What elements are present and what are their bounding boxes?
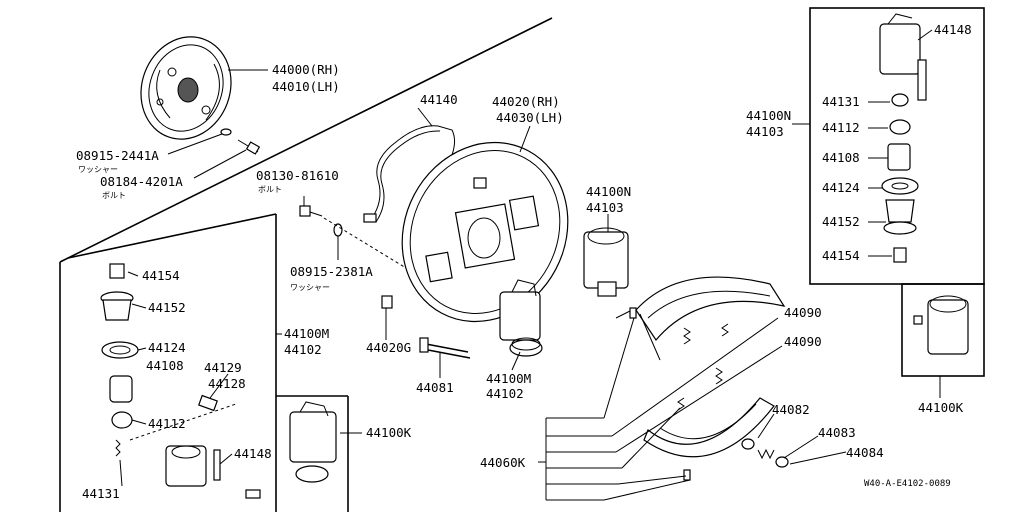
adjuster-parts-illustration — [741, 438, 789, 468]
right-box-exploded-cylinder-illustration — [879, 13, 927, 263]
label-44082: 44082 — [772, 402, 810, 417]
left-box-cylinder-assy-illustration — [289, 401, 337, 483]
label-44081: 44081 — [416, 380, 454, 395]
leader-lines — [119, 29, 941, 501]
label-08184-4201a: 08184-4201A — [100, 174, 183, 189]
label-44090-a: 44090 — [784, 305, 822, 320]
label-44020: 44020(RH) — [492, 94, 560, 109]
left-box-exploded-cylinder-illustration — [100, 263, 261, 499]
wheel-cylinder-mid-illustration — [583, 227, 633, 319]
label-44100n-center: 44100N — [586, 184, 631, 199]
label-44000: 44000(RH) — [272, 62, 340, 77]
label-44154-left: 44154 — [142, 268, 180, 283]
label-44100n-right: 44100N — [746, 108, 791, 123]
callout-labels: 44000(RH) 44010(LH) 08915-2441A ワッシャー 08… — [76, 22, 972, 501]
label-44112-right: 44112 — [822, 120, 860, 135]
label-44010: 44010(LH) — [272, 79, 340, 94]
label-44152-left: 44152 — [148, 300, 186, 315]
label-44140: 44140 — [420, 92, 458, 107]
label-08130-81610: 08130-81610 — [256, 168, 339, 183]
brake-shoe-upper-illustration — [635, 276, 786, 361]
label-44083: 44083 — [818, 425, 856, 440]
label-bolt-jp-2: ボルト — [258, 185, 282, 194]
bolt-and-washer-illustration-2 — [299, 205, 407, 269]
label-washer-jp-1: ワッシャー — [78, 165, 118, 174]
label-08915-2441a: 08915-2441A — [76, 148, 159, 163]
label-44128: 44128 — [208, 376, 246, 391]
bleeder-plug-illustration — [381, 295, 393, 309]
label-44100k-right: 44100K — [918, 400, 964, 415]
frame-lines — [59, 7, 985, 512]
label-44100m-left: 44100M — [284, 326, 329, 341]
label-44020g: 44020G — [366, 340, 411, 355]
label-44129: 44129 — [204, 360, 242, 375]
label-44112-left: 44112 — [148, 416, 186, 431]
label-44060k: 44060K — [480, 455, 526, 470]
label-44103-center: 44103 — [586, 200, 624, 215]
right-box-cylinder-assy-illustration — [913, 295, 969, 355]
label-44108-left: 44108 — [146, 358, 184, 373]
label-44131-right: 44131 — [822, 94, 860, 109]
label-bolt-jp-1: ボルト — [102, 191, 126, 200]
drawing-code: W40-A-E4102-0089 — [864, 479, 951, 489]
label-44102-left: 44102 — [284, 342, 322, 357]
label-08915-2381a: 08915-2381A — [290, 264, 373, 279]
label-44100m-center: 44100M — [486, 371, 531, 386]
label-44148-right: 44148 — [934, 22, 972, 37]
label-44124-right: 44124 — [822, 180, 860, 195]
label-44030: 44030(LH) — [496, 110, 564, 125]
label-44102-center: 44102 — [486, 386, 524, 401]
label-44090-b: 44090 — [784, 334, 822, 349]
label-44152-right: 44152 — [822, 214, 860, 229]
springs-illustration — [629, 307, 729, 481]
label-44084: 44084 — [846, 445, 884, 460]
label-44100k-left: 44100K — [366, 425, 412, 440]
brake-shoe-lower-illustration — [643, 397, 775, 458]
pin-44081-illustration — [419, 337, 471, 359]
label-44131-left: 44131 — [82, 486, 120, 501]
label-44124-left: 44124 — [148, 340, 186, 355]
label-44103-right: 44103 — [746, 124, 784, 139]
label-44154-right: 44154 — [822, 248, 860, 263]
brake-tube-illustration — [363, 125, 471, 223]
label-44108-right: 44108 — [822, 150, 860, 165]
wheel-cylinder-center-illustration — [499, 279, 543, 357]
label-washer-jp-2: ワッシャー — [290, 283, 330, 292]
washer-and-bolt-illustration-1 — [220, 128, 261, 155]
backing-plate-illustration — [401, 141, 569, 323]
label-44148-left: 44148 — [234, 446, 272, 461]
backing-plate-assembly-illustration — [140, 36, 232, 140]
